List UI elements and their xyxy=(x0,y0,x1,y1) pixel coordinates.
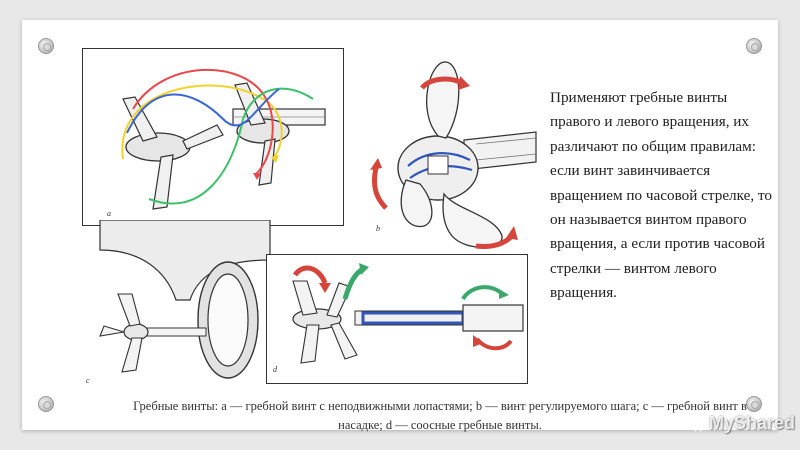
figure-d-contra-rotating: d xyxy=(266,254,528,384)
panel-letter-a: a xyxy=(107,209,111,218)
figure-caption: Гребные винты: а — гребной винт с неподв… xyxy=(133,399,747,432)
bolt-icon xyxy=(38,396,54,412)
watermark: MyShared xyxy=(690,413,795,434)
bolt-icon xyxy=(38,38,54,54)
panel-letter-b: b xyxy=(376,224,380,233)
slide: a b xyxy=(22,20,795,433)
bolt-icon xyxy=(746,396,762,412)
bolt-icon xyxy=(746,38,762,54)
panel-letter-c: c xyxy=(86,376,90,385)
figure-b-controllable-pitch: b xyxy=(346,40,542,252)
panel-letter-d: d xyxy=(273,365,277,374)
description-text: Применяют гребные винты правого и левого… xyxy=(550,89,773,302)
watermark-text: MyShared xyxy=(709,413,796,433)
figure-a-fixed-propeller: a xyxy=(82,48,344,226)
figure-c-nozzle-propeller: c xyxy=(80,219,276,390)
presentation-icon xyxy=(690,416,706,431)
